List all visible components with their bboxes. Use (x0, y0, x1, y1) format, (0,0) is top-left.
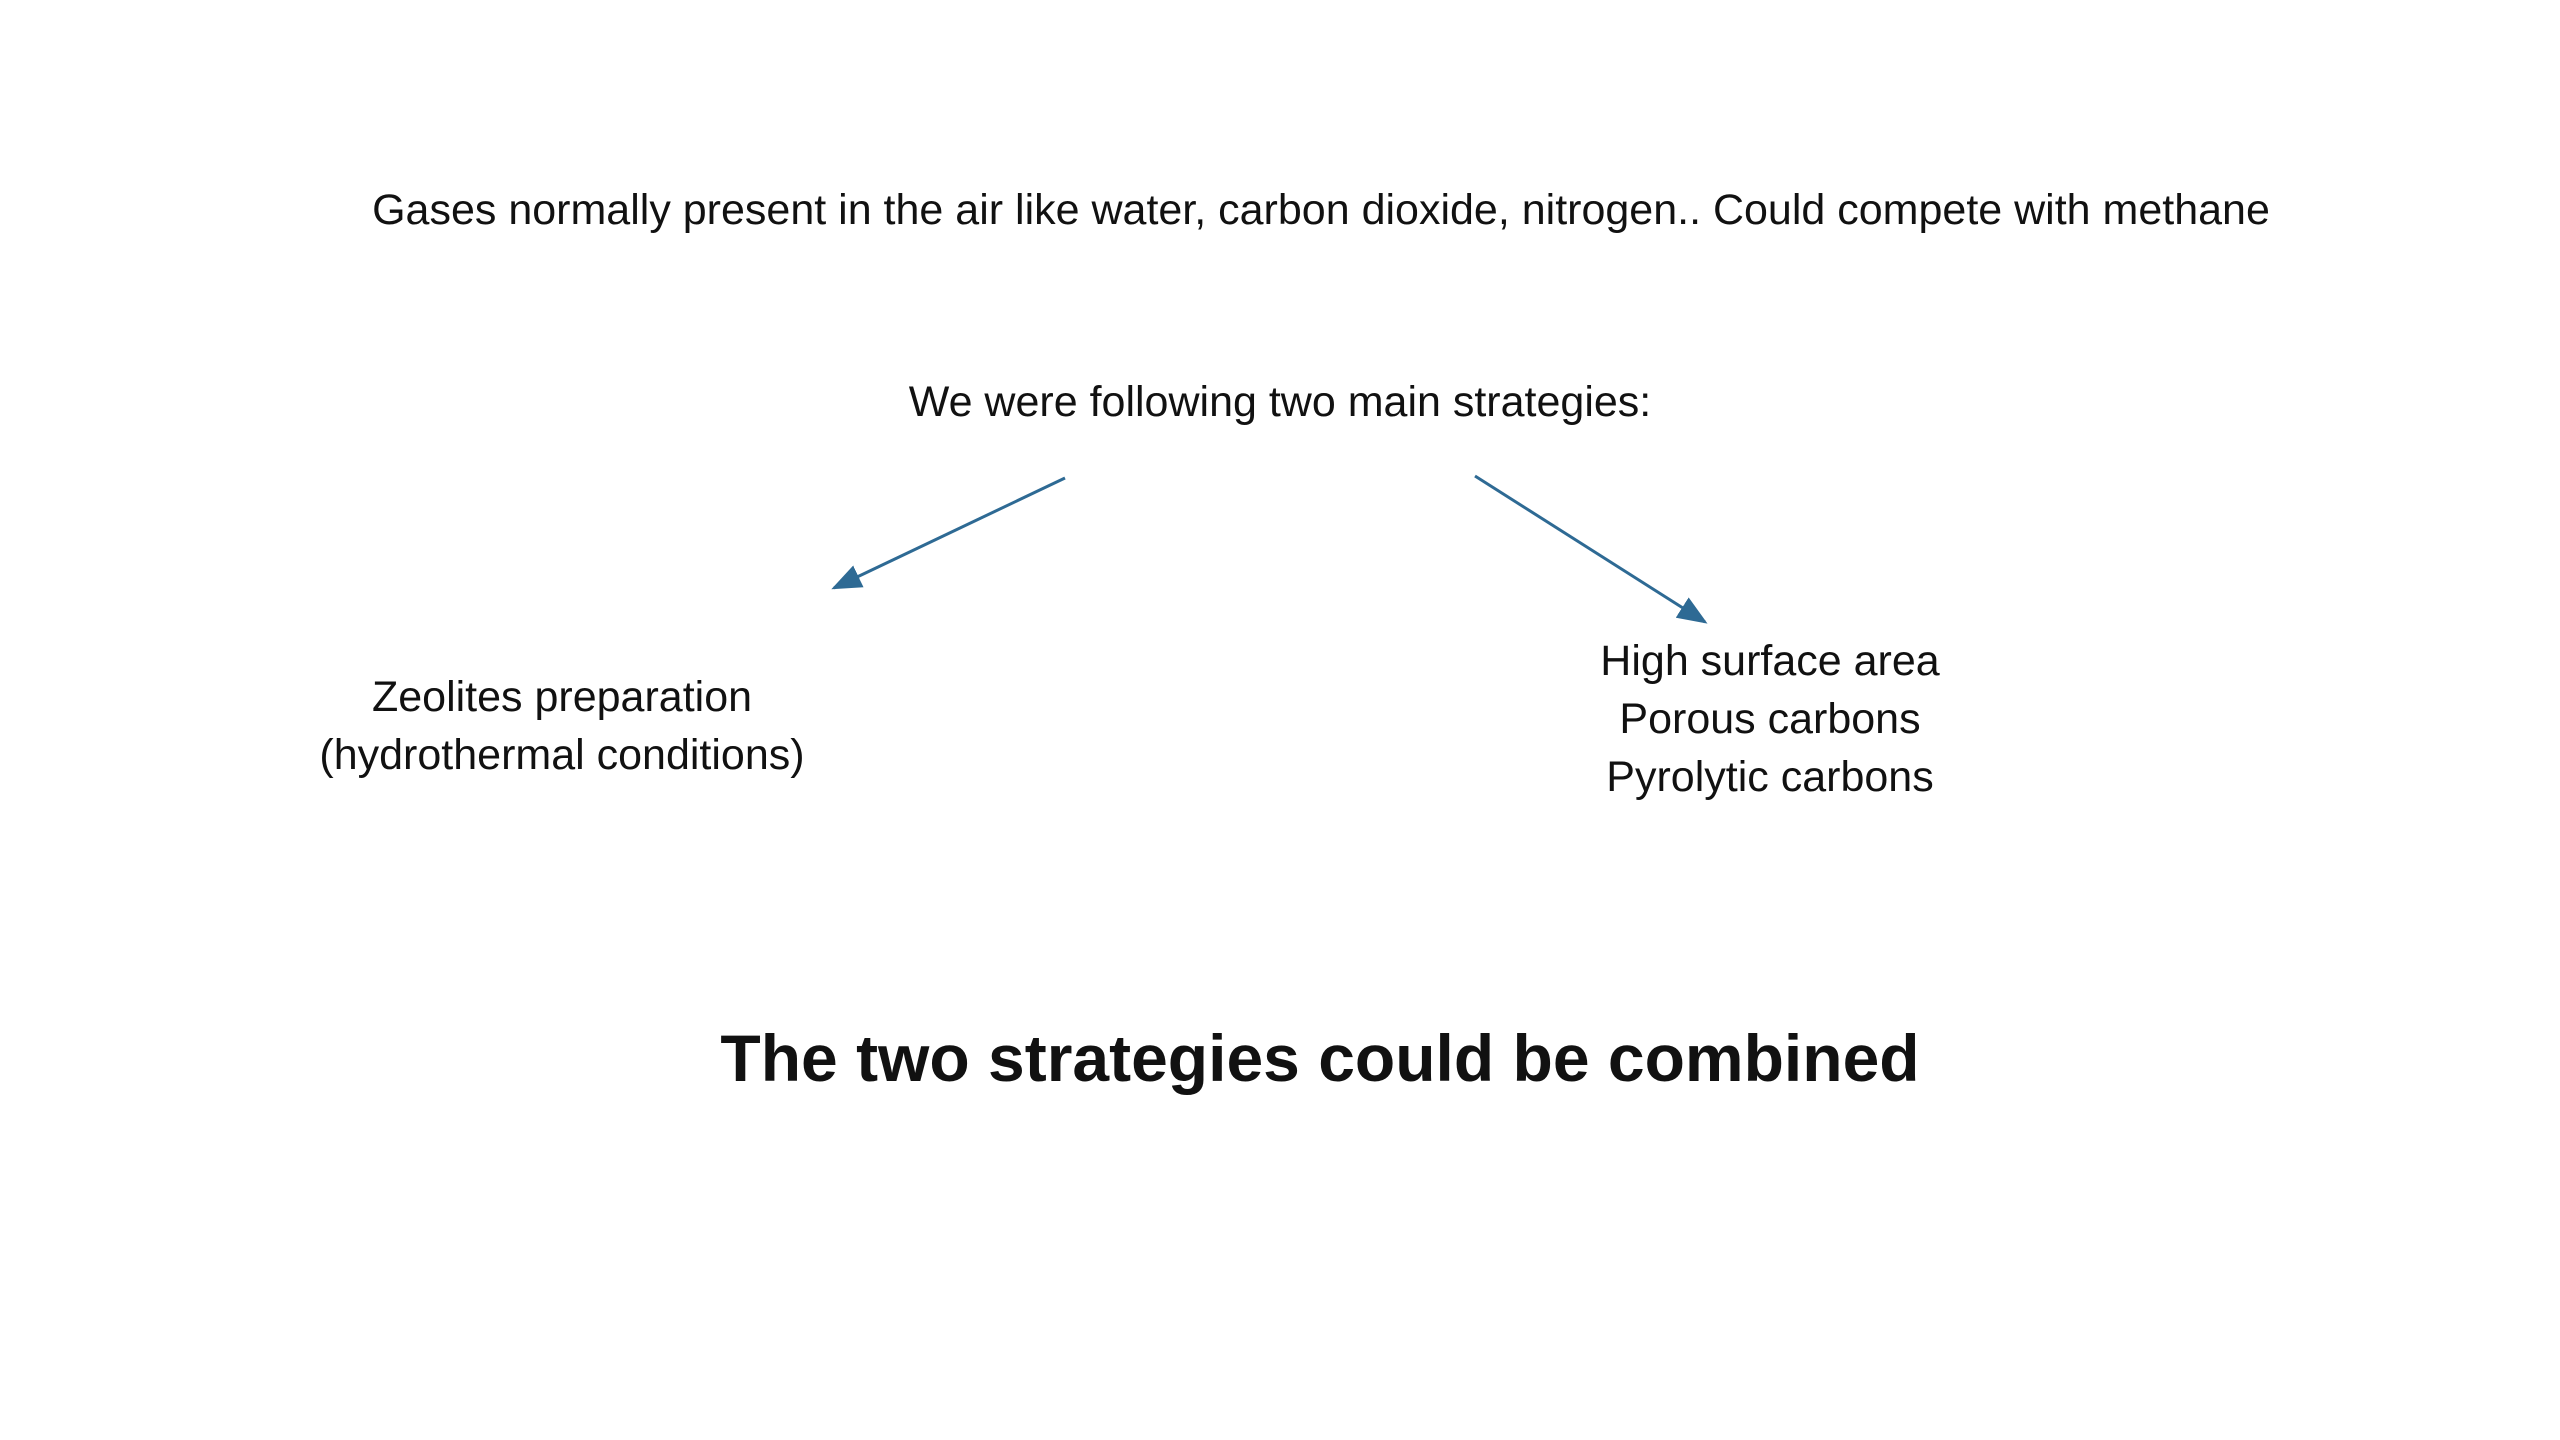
conclusion-text: The two strategies could be combined (720, 1021, 1920, 1095)
strategy-zeolites-line-2: (hydrothermal conditions) (319, 731, 805, 779)
strategy-carbons-line-3: Pyrolytic carbons (1606, 753, 1934, 801)
strategy-carbons-line-1: High surface area (1600, 637, 1940, 685)
strategy-zeolites-line-1: Zeolites preparation (371, 673, 753, 721)
arrow-left (831, 476, 1066, 590)
strategy-zeolites: Zeolites preparation (hydrothermal condi… (262, 668, 862, 784)
strategy-carbons-line-2: Porous carbons (1619, 695, 1921, 743)
strategy-carbons: High surface area Porous carbons Pyrolyt… (1470, 632, 2070, 806)
intro-text: Gases normally present in the air like w… (372, 186, 2270, 234)
arrow-right (1474, 474, 1708, 624)
strategies-heading: We were following two main strategies: (908, 378, 1652, 426)
